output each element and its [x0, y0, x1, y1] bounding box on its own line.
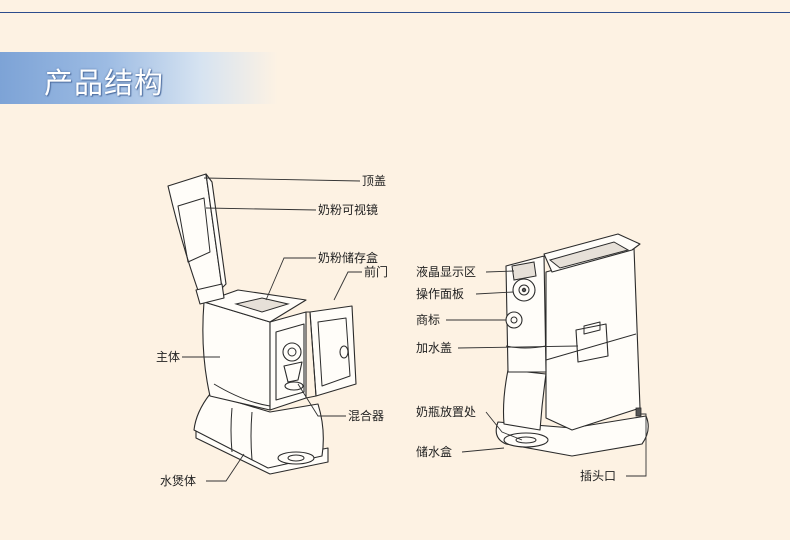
label-logo: 商标 — [416, 312, 440, 327]
right-leader-lines — [446, 270, 647, 477]
label-front-door: 前门 — [364, 264, 388, 279]
left-leader-lines — [182, 177, 362, 482]
left-machine-illustration — [167, 173, 357, 475]
label-powder-window: 奶粉可视镜 — [318, 202, 378, 217]
label-main-body: 主体 — [156, 350, 180, 364]
section-title: 产品结构 — [44, 66, 165, 100]
label-plug: 插头口 — [580, 469, 616, 483]
label-powder-box: 奶粉储存盒 — [318, 250, 378, 265]
label-control-panel: 操作面板 — [416, 286, 464, 301]
label-water-tray: 储水盒 — [416, 444, 452, 459]
section-banner — [0, 52, 278, 104]
label-bottle-place: 奶瓶放置处 — [416, 404, 476, 419]
label-water-cap: 加水盖 — [416, 341, 452, 355]
top-divider — [0, 12, 790, 13]
label-mixer: 混合器 — [348, 408, 384, 423]
label-water-heater: 水煲体 — [160, 473, 196, 488]
label-top-lid: 顶盖 — [362, 174, 386, 188]
right-machine-illustration — [495, 233, 649, 457]
label-lcd: 液晶显示区 — [416, 264, 476, 279]
